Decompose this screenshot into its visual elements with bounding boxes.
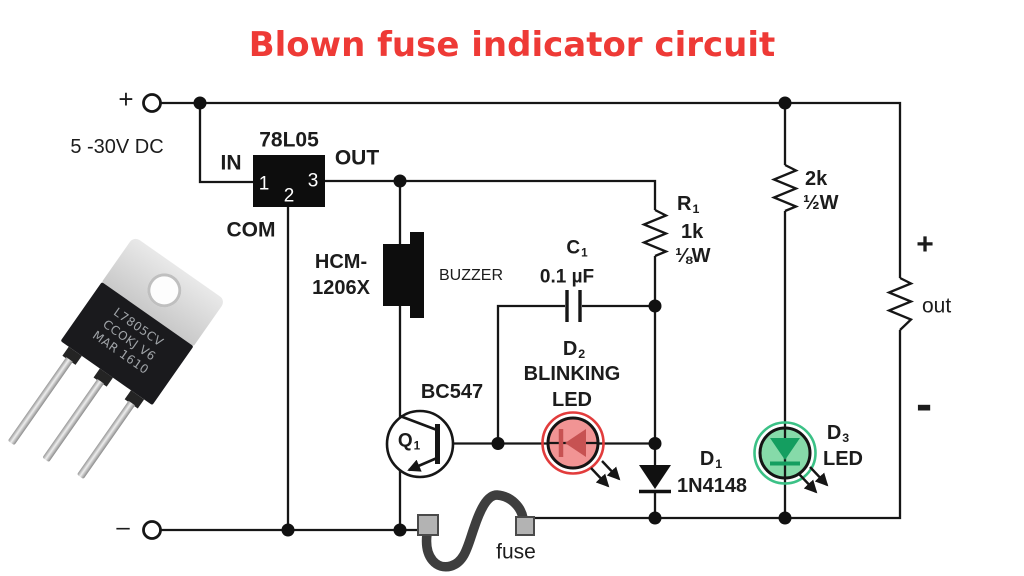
led-d2-desc-line2: LED xyxy=(552,389,592,411)
terminal-negative xyxy=(142,520,162,540)
output-minus-sign: - xyxy=(915,383,933,429)
to220-mounting-hole xyxy=(140,266,189,315)
diode-d1-ref: D1 xyxy=(699,448,723,472)
buzzer-model-line1: HCM- xyxy=(314,251,368,273)
regulator-box xyxy=(253,155,325,207)
capacitor-ref: C1 xyxy=(566,237,588,260)
resistor-2k-power: ½W xyxy=(803,192,839,214)
diode-d1-part: 1N4148 xyxy=(677,475,748,497)
output-plus-sign: + xyxy=(916,228,934,261)
voltage-regulator-photo: L7805CV CCOKJ V6 MAR 1610 xyxy=(7,236,226,490)
regulator-pin-2: 2 xyxy=(283,185,295,207)
transistor-part-label: BC547 xyxy=(420,381,484,403)
buzzer-symbol xyxy=(383,232,424,318)
regulator-pin-1: 1 xyxy=(258,173,270,195)
fuse-label: fuse xyxy=(496,540,536,564)
resistor-2k-value: 2k xyxy=(805,168,828,190)
output-label: out xyxy=(922,294,952,318)
transistor-ref: Q1 xyxy=(397,430,421,453)
to220-leg xyxy=(76,400,136,480)
resistor-r1-power: ⅛W xyxy=(675,245,711,267)
regulator-name: 78L05 xyxy=(259,128,319,152)
capacitor-value: 0.1 µF xyxy=(539,266,595,288)
page-title: Blown fuse indicator circuit xyxy=(248,25,776,65)
led-d3-symbol xyxy=(753,421,829,494)
diode-d1-symbol xyxy=(639,465,671,494)
resistor-r1-ref: R1 xyxy=(677,193,700,217)
led-d2-symbol xyxy=(541,411,621,488)
resistor-r1-value: 1k xyxy=(681,221,704,243)
resistor-r1-symbol xyxy=(640,208,670,258)
regulator-pin-in-label: IN xyxy=(220,151,242,175)
regulator-pin-out-label: OUT xyxy=(334,146,380,170)
regulator-pin-com-label: COM xyxy=(226,218,276,242)
fuse-symbol xyxy=(417,490,535,572)
led-d2-ref: D2 xyxy=(562,338,586,362)
buzzer-label: BUZZER xyxy=(439,267,503,284)
supply-plus-sign: + xyxy=(118,84,134,114)
transistor-symbol xyxy=(385,409,455,479)
buzzer-model-line2: 1206X xyxy=(312,277,370,299)
capacitor-symbol xyxy=(565,290,582,322)
resistor-out-symbol xyxy=(885,276,915,331)
regulator-pin-3: 3 xyxy=(307,170,319,192)
led-d3-ref: D3 xyxy=(826,422,850,446)
supply-voltage-label: 5 -30V DC xyxy=(70,136,164,158)
led-d3-label: LED xyxy=(823,448,863,470)
resistor-2k-symbol xyxy=(770,163,800,213)
led-d2-desc-line1: BLINKING xyxy=(523,363,621,385)
supply-minus-sign: – xyxy=(116,514,130,541)
junction-dots xyxy=(193,96,792,537)
terminal-positive xyxy=(142,93,162,113)
